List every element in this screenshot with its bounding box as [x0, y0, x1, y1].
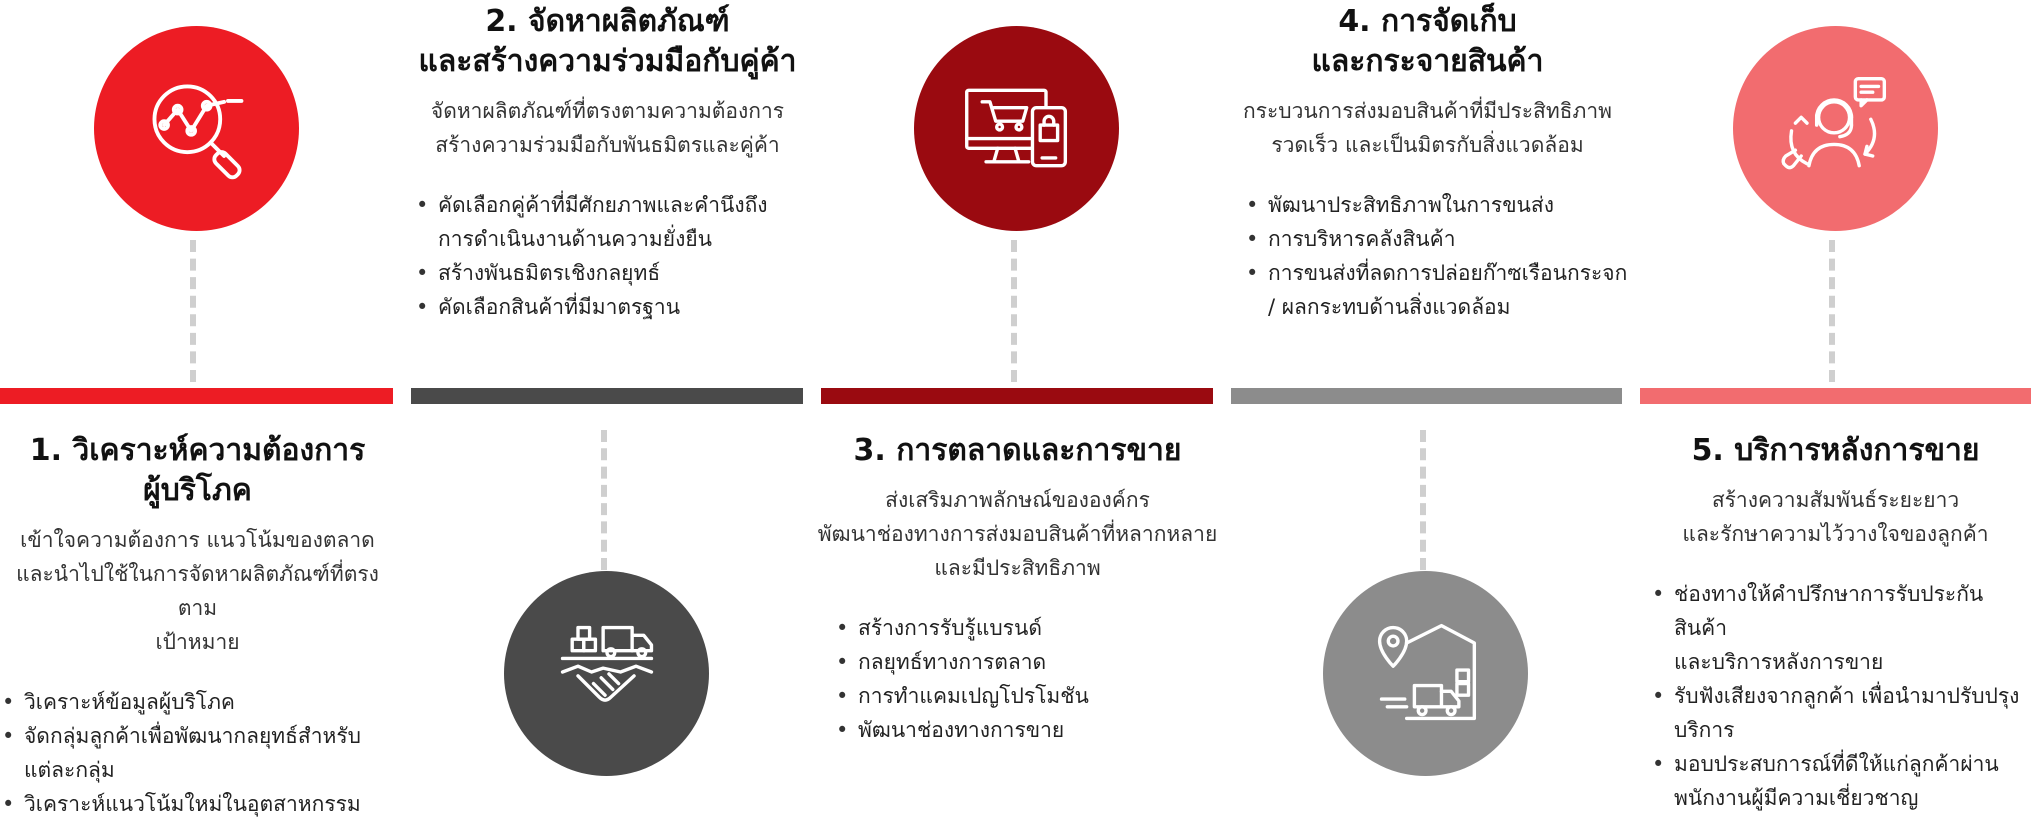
analytics-magnifier-icon [139, 69, 255, 189]
connector-1 [190, 240, 196, 382]
bullet-item: การขนส่งที่ลดการปล่อยก๊าซเรือนกระจก / ผลก… [1244, 256, 1635, 324]
step-3-title: 3. การตลาดและการขาย [810, 431, 1225, 471]
step-2-block: 2. จัดหาผลิตภัณฑ์ และสร้างความร่วมมือกับ… [400, 2, 815, 324]
bullet-text: วิเคราะห์แนวโน้มใหม่ในอุตสาหกรรม [24, 792, 361, 816]
bullet-item: รับฟังเสียงจากลูกค้า เพื่อนำมาปรับปรุงบร… [1650, 679, 2031, 747]
step-4-description: กระบวนการส่งมอบสินค้าที่มีประสิทธิภาพ รว… [1220, 94, 1635, 162]
bullet-item: วิเคราะห์แนวโน้มใหม่ในอุตสาหกรรม [0, 787, 395, 821]
handshake-truck-icon [549, 614, 665, 734]
bullet-text: พัฒนาช่องทางการขาย [858, 718, 1065, 742]
step-2-title-line: 2. จัดหาผลิตภัณฑ์ [485, 4, 730, 39]
connector-3 [1011, 240, 1017, 382]
step-5-title-line: 5. บริการหลังการขาย [1691, 433, 1980, 468]
step-5-bullet-list: ช่องทางให้คำปรึกษาการรับประกันสินค้าและบ… [1650, 577, 2031, 815]
online-shopping-icon [959, 69, 1075, 189]
step-3-description-line: และมีประสิทธิภาพ [934, 556, 1101, 580]
bullet-item: คัดเลือกสินค้าที่มีมาตรฐาน [414, 290, 815, 324]
step-3-title-line: 3. การตลาดและการขาย [853, 433, 1182, 468]
bullet-item: สร้างพันธมิตรเชิงกลยุทธ์ [414, 256, 815, 290]
step-4-title: 4. การจัดเก็บ และกระจายสินค้า [1220, 2, 1635, 82]
step-1-icon-circle [94, 26, 299, 231]
step-4-title-line: 4. การจัดเก็บ [1338, 4, 1517, 39]
bullet-text: ช่องทางให้คำปรึกษาการรับประกันสินค้า [1674, 582, 1984, 640]
step-5-description-line: และรักษาความไว้วางใจของลูกค้า [1682, 522, 1989, 546]
bullet-item: กลยุทธ์ทางการตลาด [834, 645, 1225, 679]
bullet-item: การบริหารคลังสินค้า [1244, 222, 1635, 256]
step-5-block: 5. บริการหลังการขาย สร้างความสัมพันธ์ระย… [1640, 431, 2031, 815]
bullet-text: การขนส่งที่ลดการปล่อยก๊าซเรือนกระจก [1268, 261, 1628, 285]
connector-2 [601, 430, 607, 570]
step-2-description-line: สร้างความร่วมมือกับพันธมิตรและคู่ค้า [435, 133, 780, 157]
bullet-text: กลยุทธ์ทางการตลาด [858, 650, 1047, 674]
step-4-bullet-list: พัฒนาประสิทธิภาพในการขนส่ง การบริหารคลัง… [1244, 188, 1635, 324]
step-4-description-line: กระบวนการส่งมอบสินค้าที่มีประสิทธิภาพ [1243, 99, 1612, 123]
step-5-title: 5. บริการหลังการขาย [1640, 431, 2031, 471]
step-1-description-line: เป้าหมาย [155, 630, 240, 654]
bullet-text: และบริการหลังการขาย [1674, 650, 1884, 674]
step-2-bullet-list: คัดเลือกคู่ค้าที่มีศักยภาพและคำนึงถึงการ… [414, 188, 815, 324]
bullet-item: จัดกลุ่มลูกค้าเพื่อพัฒนากลยุทธ์สำหรับแต่… [0, 719, 395, 787]
step-3-block: 3. การตลาดและการขาย ส่งเสริมภาพลักษณ์ของ… [810, 431, 1225, 747]
bullet-text: / ผลกระทบด้านสิ่งแวดล้อม [1268, 295, 1511, 319]
step-3-bullet-list: สร้างการรับรู้แบรนด์ กลยุทธ์ทางการตลาด ก… [834, 611, 1225, 747]
timeline-bar-2 [411, 388, 803, 404]
timeline-bar-1 [0, 388, 393, 404]
bullet-text: คัดเลือกคู่ค้าที่มีศักยภาพและคำนึงถึง [438, 193, 768, 217]
connector-5 [1829, 240, 1835, 382]
step-4-description-line: รวดเร็ว และเป็นมิตรกับสิ่งแวดล้อม [1271, 133, 1584, 157]
step-1-description: เข้าใจความต้องการ แนวโน้มของตลาด และนำไป… [0, 523, 395, 659]
bullet-item: ช่องทางให้คำปรึกษาการรับประกันสินค้าและบ… [1650, 577, 2031, 679]
step-2-title-line: และสร้างความร่วมมือกับคู่ค้า [418, 44, 797, 79]
step-1-bullet-list: วิเคราะห์ข้อมูลผู้บริโภค จัดกลุ่มลูกค้าเ… [0, 685, 395, 821]
step-4-title-line: และกระจายสินค้า [1311, 44, 1544, 79]
step-1-block: 1. วิเคราะห์ความต้องการ ผู้บริโภค เข้าใจ… [0, 431, 395, 821]
bullet-text: การบริหารคลังสินค้า [1268, 227, 1456, 251]
bullet-item: คัดเลือกคู่ค้าที่มีศักยภาพและคำนึงถึงการ… [414, 188, 815, 256]
bullet-item: สร้างการรับรู้แบรนด์ [834, 611, 1225, 645]
step-4-icon-circle [1323, 571, 1528, 776]
bullet-text: สร้างการรับรู้แบรนด์ [858, 616, 1042, 640]
step-3-description-line: ส่งเสริมภาพลักษณ์ขององค์กร [885, 488, 1150, 512]
step-4-block: 4. การจัดเก็บ และกระจายสินค้า กระบวนการส… [1220, 2, 1635, 324]
bullet-text: รับฟังเสียงจากลูกค้า เพื่อนำมาปรับปรุง [1674, 684, 2020, 708]
bullet-text: สร้างพันธมิตรเชิงกลยุทธ์ [438, 261, 661, 285]
timeline-bar-5 [1640, 388, 2031, 404]
bullet-item: มอบประสบการณ์ที่ดีให้แก่ลูกค้าผ่านพนักงา… [1650, 747, 2031, 815]
step-2-title: 2. จัดหาผลิตภัณฑ์ และสร้างความร่วมมือกับ… [400, 2, 815, 82]
step-5-description-line: สร้างความสัมพันธ์ระยะยาว [1711, 488, 1960, 512]
timeline-bar-4 [1231, 388, 1622, 404]
step-5-description: สร้างความสัมพันธ์ระยะยาว และรักษาความไว้… [1640, 483, 2031, 551]
step-1-title-line: ผู้บริโภค [143, 473, 252, 508]
step-3-description: ส่งเสริมภาพลักษณ์ขององค์กร พัฒนาช่องทางก… [810, 483, 1225, 585]
timeline-bar-3 [821, 388, 1213, 404]
bullet-text: วิเคราะห์ข้อมูลผู้บริโภค [24, 690, 235, 714]
step-3-description-line: พัฒนาช่องทางการส่งมอบสินค้าที่หลากหลาย [817, 522, 1218, 546]
bullet-text: มอบประสบการณ์ที่ดีให้แก่ลูกค้าผ่าน [1674, 752, 1999, 776]
bullet-item: พัฒนาประสิทธิภาพในการขนส่ง [1244, 188, 1635, 222]
bullet-text: บริการ [1674, 718, 1735, 742]
bullet-item: พัฒนาช่องทางการขาย [834, 713, 1225, 747]
bullet-text: การทำแคมเปญโปรโมชัน [858, 684, 1089, 708]
bullet-text: พนักงานผู้มีความเชี่ยวชาญ [1674, 786, 1919, 810]
step-1-title-line: 1. วิเคราะห์ความต้องการ [29, 433, 366, 468]
customer-support-icon [1778, 69, 1894, 189]
connector-4 [1420, 430, 1426, 570]
bullet-text: การดำเนินงานด้านความยั่งยืน [438, 227, 712, 251]
bullet-text: คัดเลือกสินค้าที่มีมาตรฐาน [438, 295, 681, 319]
bullet-text: จัดกลุ่มลูกค้าเพื่อพัฒนากลยุทธ์สำหรับ [24, 724, 361, 748]
step-2-icon-circle [504, 571, 709, 776]
bullet-text: พัฒนาประสิทธิภาพในการขนส่ง [1268, 193, 1554, 217]
step-1-description-line: เข้าใจความต้องการ แนวโน้มของตลาด [20, 528, 375, 552]
warehouse-location-icon [1368, 614, 1484, 734]
step-1-description-line: และนำไปใช้ในการจัดหาผลิตภัณฑ์ที่ตรงตาม [16, 562, 379, 620]
bullet-text: แต่ละกลุ่ม [24, 758, 115, 782]
step-3-icon-circle [914, 26, 1119, 231]
bullet-item: วิเคราะห์ข้อมูลผู้บริโภค [0, 685, 395, 719]
bullet-item: การทำแคมเปญโปรโมชัน [834, 679, 1225, 713]
step-1-title: 1. วิเคราะห์ความต้องการ ผู้บริโภค [0, 431, 395, 511]
step-5-icon-circle [1733, 26, 1938, 231]
step-2-description-line: จัดหาผลิตภัณฑ์ที่ตรงตามความต้องการ [430, 99, 785, 123]
step-2-description: จัดหาผลิตภัณฑ์ที่ตรงตามความต้องการ สร้าง… [400, 94, 815, 162]
